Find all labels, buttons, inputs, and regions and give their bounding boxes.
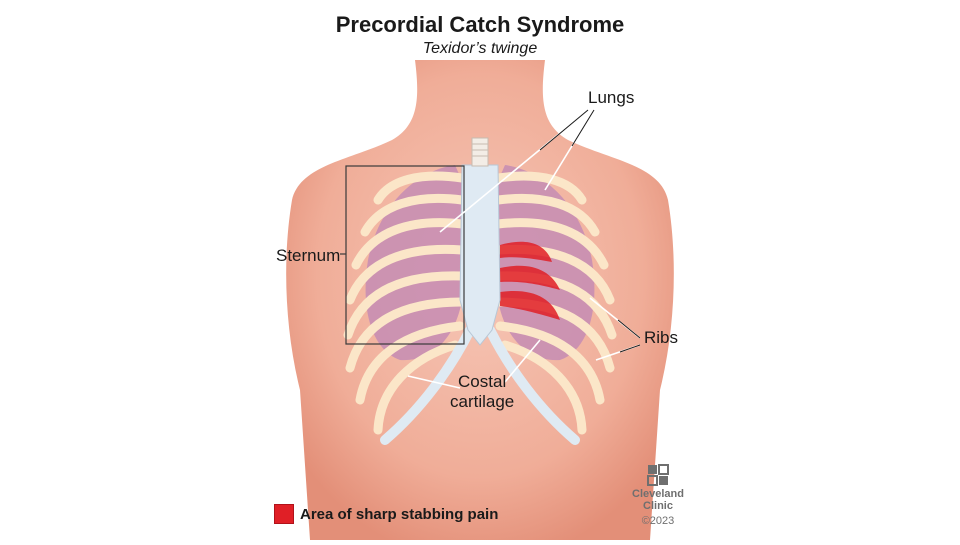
leader-lines-dark (539, 109, 641, 353)
sternum-callout-box (345, 165, 465, 345)
pain-areas (500, 241, 560, 320)
legend: Area of sharp stabbing pain (274, 504, 498, 524)
label-ribs: Ribs (644, 328, 679, 347)
logo-name-line2: Clinic (643, 500, 673, 512)
cleveland-clinic-logo: Cleveland Clinic ©2023 (628, 464, 688, 528)
right-costal-cartilage (485, 325, 580, 445)
label-costal-line1: Costal (458, 372, 507, 391)
diagram-title: Precordial Catch Syndrome (335, 12, 625, 37)
left-costal-cartilage (380, 325, 475, 445)
diagram-subtitle: Texidor’s twinge (422, 40, 538, 57)
legend-pain-label: Area of sharp stabbing pain (300, 505, 499, 523)
trachea (471, 137, 489, 167)
left-ribs (343, 171, 467, 435)
label-sternum: Sternum (276, 246, 341, 265)
label-costal-line2: cartilage (450, 392, 515, 411)
logo-name-line1: Cleveland (632, 488, 684, 500)
cleveland-clinic-mark-icon (647, 464, 669, 486)
label-costal-cartilage: Costal cartilage (450, 372, 514, 412)
sternum (459, 164, 501, 346)
label-lungs: Lungs (588, 88, 635, 107)
legend-pain-swatch (274, 504, 294, 524)
logo-copyright: ©2023 (641, 515, 675, 527)
